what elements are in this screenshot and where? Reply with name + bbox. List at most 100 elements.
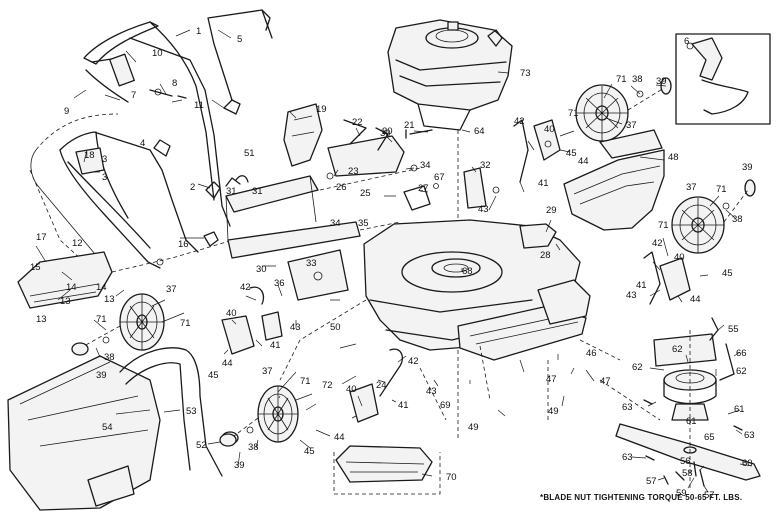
callout-43: 43 xyxy=(478,204,489,215)
part-70-bag xyxy=(333,445,441,495)
callout-38c: 38 xyxy=(104,352,115,363)
callout-26: 26 xyxy=(336,182,347,193)
callout-40c: 40 xyxy=(226,308,237,319)
callout-41d: 41 xyxy=(398,400,409,411)
leader-lines xyxy=(35,29,753,493)
torque-note: *BLADE NUT TIGHTENING TORQUE 50-65 FT. L… xyxy=(540,493,742,502)
callout-63: 63 xyxy=(622,402,633,413)
callout-2: 2 xyxy=(190,182,195,193)
callout-53: 53 xyxy=(186,406,197,417)
callout-15: 15 xyxy=(30,262,41,273)
callout-71: 71 xyxy=(616,74,627,85)
callout-34: 34 xyxy=(420,160,431,171)
callout-60: 60 xyxy=(742,458,753,469)
callout-71g: 71 xyxy=(300,376,311,387)
callout-3b: 3 xyxy=(102,172,107,183)
callout-34b: 34 xyxy=(330,218,341,229)
callout-55: 55 xyxy=(728,324,739,335)
callout-61b: 61 xyxy=(686,416,697,427)
callout-73: 73 xyxy=(520,68,531,79)
callout-71e: 71 xyxy=(96,314,107,325)
callout-43d: 43 xyxy=(426,386,437,397)
callout-44: 44 xyxy=(578,156,589,167)
callout-45b: 45 xyxy=(722,268,733,279)
callout-14b: 14 xyxy=(96,282,107,293)
callout-57b: 57 xyxy=(704,490,715,501)
deflector-dash-line xyxy=(111,237,241,273)
callout-35: 35 xyxy=(358,218,369,229)
callout-13b: 13 xyxy=(60,296,71,307)
inset-box-part-6 xyxy=(675,33,771,125)
callout-38: 38 xyxy=(632,74,643,85)
callout-42b: 42 xyxy=(652,238,663,249)
callout-40d: 40 xyxy=(346,384,357,395)
callout-48: 48 xyxy=(668,152,679,163)
callout-45: 45 xyxy=(566,148,577,159)
deck-dash-line-upper xyxy=(319,167,421,231)
callout-71d: 71 xyxy=(658,220,669,231)
callout-59: 59 xyxy=(676,488,687,499)
wheel-rear-right-top xyxy=(575,84,629,142)
callout-71f: 71 xyxy=(180,318,191,329)
callout-57: 57 xyxy=(646,476,657,487)
rear-deflector xyxy=(17,251,113,309)
callout-47b: 47 xyxy=(600,376,611,387)
callout-66: 66 xyxy=(736,348,747,359)
callout-9: 9 xyxy=(64,106,69,117)
callout-6: 6 xyxy=(684,36,689,47)
callout-44b: 44 xyxy=(690,294,701,305)
callout-21: 21 xyxy=(404,120,415,131)
callout-50: 50 xyxy=(330,322,341,333)
callout-49b: 49 xyxy=(548,406,559,417)
callout-68: 68 xyxy=(462,266,473,277)
callout-40b: 40 xyxy=(674,252,685,263)
callout-61: 61 xyxy=(734,404,745,415)
handle-hardware xyxy=(149,88,241,266)
callout-30b: 30 xyxy=(256,264,267,275)
callout-72: 72 xyxy=(322,380,333,391)
callout-44d: 44 xyxy=(334,432,345,443)
callout-62: 62 xyxy=(672,344,683,355)
callout-56: 56 xyxy=(680,456,691,467)
callout-13c: 13 xyxy=(36,314,47,325)
catcher-frame xyxy=(119,347,223,477)
callout-62b: 62 xyxy=(632,362,643,373)
callout-28: 28 xyxy=(540,250,551,261)
callout-37: 37 xyxy=(626,120,637,131)
callout-42c: 42 xyxy=(240,282,251,293)
callout-71c: 71 xyxy=(716,184,727,195)
wheel-front-left xyxy=(257,385,299,443)
side-discharge-chute xyxy=(563,129,665,231)
callout-54: 54 xyxy=(102,422,113,433)
callout-17: 17 xyxy=(36,232,47,243)
callout-63c: 63 xyxy=(622,452,633,463)
callout-19: 19 xyxy=(316,104,327,115)
wheel-bracket-left xyxy=(287,249,349,301)
callout-42: 42 xyxy=(514,116,525,127)
callout-11: 11 xyxy=(194,100,204,111)
callout-70: 70 xyxy=(446,472,457,483)
callout-12: 12 xyxy=(72,238,83,249)
callout-44c: 44 xyxy=(222,358,233,369)
callout-33: 33 xyxy=(306,258,317,269)
grass-catcher xyxy=(7,355,161,511)
wheel-rear-left xyxy=(119,293,165,351)
callout-41c: 41 xyxy=(270,340,281,351)
catcher-knob xyxy=(219,433,237,447)
rear-door-bracket xyxy=(225,175,361,259)
callout-39b: 39 xyxy=(742,162,753,173)
callout-16: 16 xyxy=(178,239,189,250)
upper-handle xyxy=(83,21,231,227)
callout-23: 23 xyxy=(348,166,359,177)
callout-30: 30 xyxy=(380,128,391,139)
handle-outline xyxy=(30,149,113,273)
callout-69: 69 xyxy=(440,400,451,411)
callout-31: 31 xyxy=(226,186,237,197)
callout-62c: 62 xyxy=(736,366,747,377)
callout-71b: 71 xyxy=(568,108,579,119)
callout-38d: 38 xyxy=(248,442,259,453)
callout-37b: 37 xyxy=(686,182,697,193)
callout-52: 52 xyxy=(196,440,207,451)
callout-36: 36 xyxy=(274,278,285,289)
